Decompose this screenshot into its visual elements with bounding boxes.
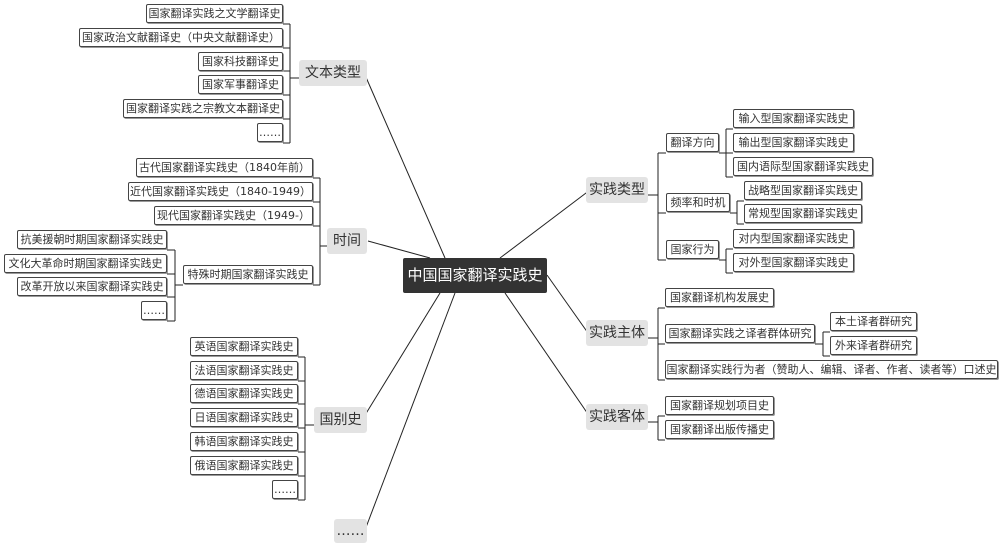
leaf-ellipsis[interactable]: ……	[141, 301, 167, 320]
leaf-french[interactable]: 法语国家翻译实践史	[190, 361, 298, 380]
leaf-inbound[interactable]: 输入型国家翻译实践史	[733, 109, 854, 128]
leaf-planning-projects[interactable]: 国家翻译规划项目史	[665, 396, 774, 415]
leaf-cultural-revolution[interactable]: 文化大革命时期国家翻译实践史	[4, 254, 167, 273]
leaf-literary-translation[interactable]: 国家翻译实践之文学翻译史	[146, 4, 283, 23]
root-connector	[499, 189, 591, 259]
root-connector	[546, 274, 589, 334]
leaf-reform-opening[interactable]: 改革开放以来国家翻译实践史	[17, 277, 167, 296]
leaf-foreign-translators[interactable]: 外来译者群研究	[830, 336, 917, 355]
branch-ellipsis[interactable]: ……	[334, 519, 367, 543]
root-connector	[364, 74, 446, 259]
sub-translation-direction[interactable]: 翻译方向	[666, 133, 719, 152]
leaf-political-documents[interactable]: 国家政治文献翻译史（中央文献翻译史）	[79, 28, 283, 47]
leaf-native-translators[interactable]: 本土译者群研究	[830, 312, 917, 331]
root-connector	[367, 240, 431, 259]
leaf-military[interactable]: 国家军事翻译史	[198, 75, 283, 94]
root-connector	[504, 292, 591, 418]
leaf-translation-institutions[interactable]: 国家翻译机构发展史	[665, 288, 774, 307]
leaf-domestic-interlingual[interactable]: 国内语际型国家翻译实践史	[733, 157, 873, 176]
leaf-religious[interactable]: 国家翻译实践之宗教文本翻译史	[123, 99, 283, 118]
leaf-japanese[interactable]: 日语国家翻译实践史	[190, 408, 298, 427]
root-node[interactable]: 中国国家翻译实践史	[403, 258, 547, 293]
leaf-ellipsis[interactable]: ……	[257, 123, 283, 142]
branch-country-history[interactable]: 国别史	[314, 407, 367, 433]
leaf-internal[interactable]: 对内型国家翻译实践史	[733, 229, 854, 248]
leaf-sci-tech[interactable]: 国家科技翻译史	[198, 52, 283, 71]
sub-frequency-timing[interactable]: 频率和时机	[666, 193, 730, 212]
leaf-external[interactable]: 对外型国家翻译实践史	[733, 253, 854, 272]
branch-practice-type[interactable]: 实践类型	[586, 177, 648, 203]
branch-time[interactable]: 时间	[327, 228, 367, 254]
leaf-oral-history[interactable]: 国家翻译实践行为者（赞助人、编辑、译者、作者、读者等）口述史	[665, 360, 998, 379]
leaf-ancient[interactable]: 古代国家翻译实践史（1840年前）	[136, 158, 313, 177]
branch-text-type[interactable]: 文本类型	[299, 60, 367, 86]
leaf-korean[interactable]: 韩语国家翻译实践史	[190, 432, 298, 451]
sub-state-behavior[interactable]: 国家行为	[666, 240, 719, 259]
root-connector	[361, 292, 441, 421]
leaf-korean-war[interactable]: 抗美援朝时期国家翻译实践史	[17, 230, 167, 249]
leaf-outbound[interactable]: 输出型国家翻译实践史	[733, 133, 854, 152]
leaf-regular[interactable]: 常规型国家翻译实践史	[744, 204, 862, 223]
leaf-english[interactable]: 英语国家翻译实践史	[190, 337, 298, 356]
branch-practice-subject[interactable]: 实践主体	[586, 320, 648, 346]
leaf-strategic[interactable]: 战略型国家翻译实践史	[744, 181, 862, 200]
sub-translator-groups[interactable]: 国家翻译实践之译者群体研究	[665, 324, 815, 343]
root-connector	[364, 292, 456, 531]
leaf-publishing-dissemination[interactable]: 国家翻译出版传播史	[665, 420, 774, 439]
leaf-ellipsis[interactable]: ……	[272, 480, 298, 499]
leaf-modern[interactable]: 近代国家翻译实践史（1840-1949）	[128, 182, 313, 201]
leaf-special-period[interactable]: 特殊时期国家翻译实践史	[183, 265, 313, 284]
branch-practice-object[interactable]: 实践客体	[586, 404, 648, 430]
leaf-russian[interactable]: 俄语国家翻译实践史	[190, 456, 298, 475]
leaf-german[interactable]: 德语国家翻译实践史	[190, 384, 298, 403]
leaf-contemporary[interactable]: 现代国家翻译实践史（1949-）	[154, 206, 313, 225]
